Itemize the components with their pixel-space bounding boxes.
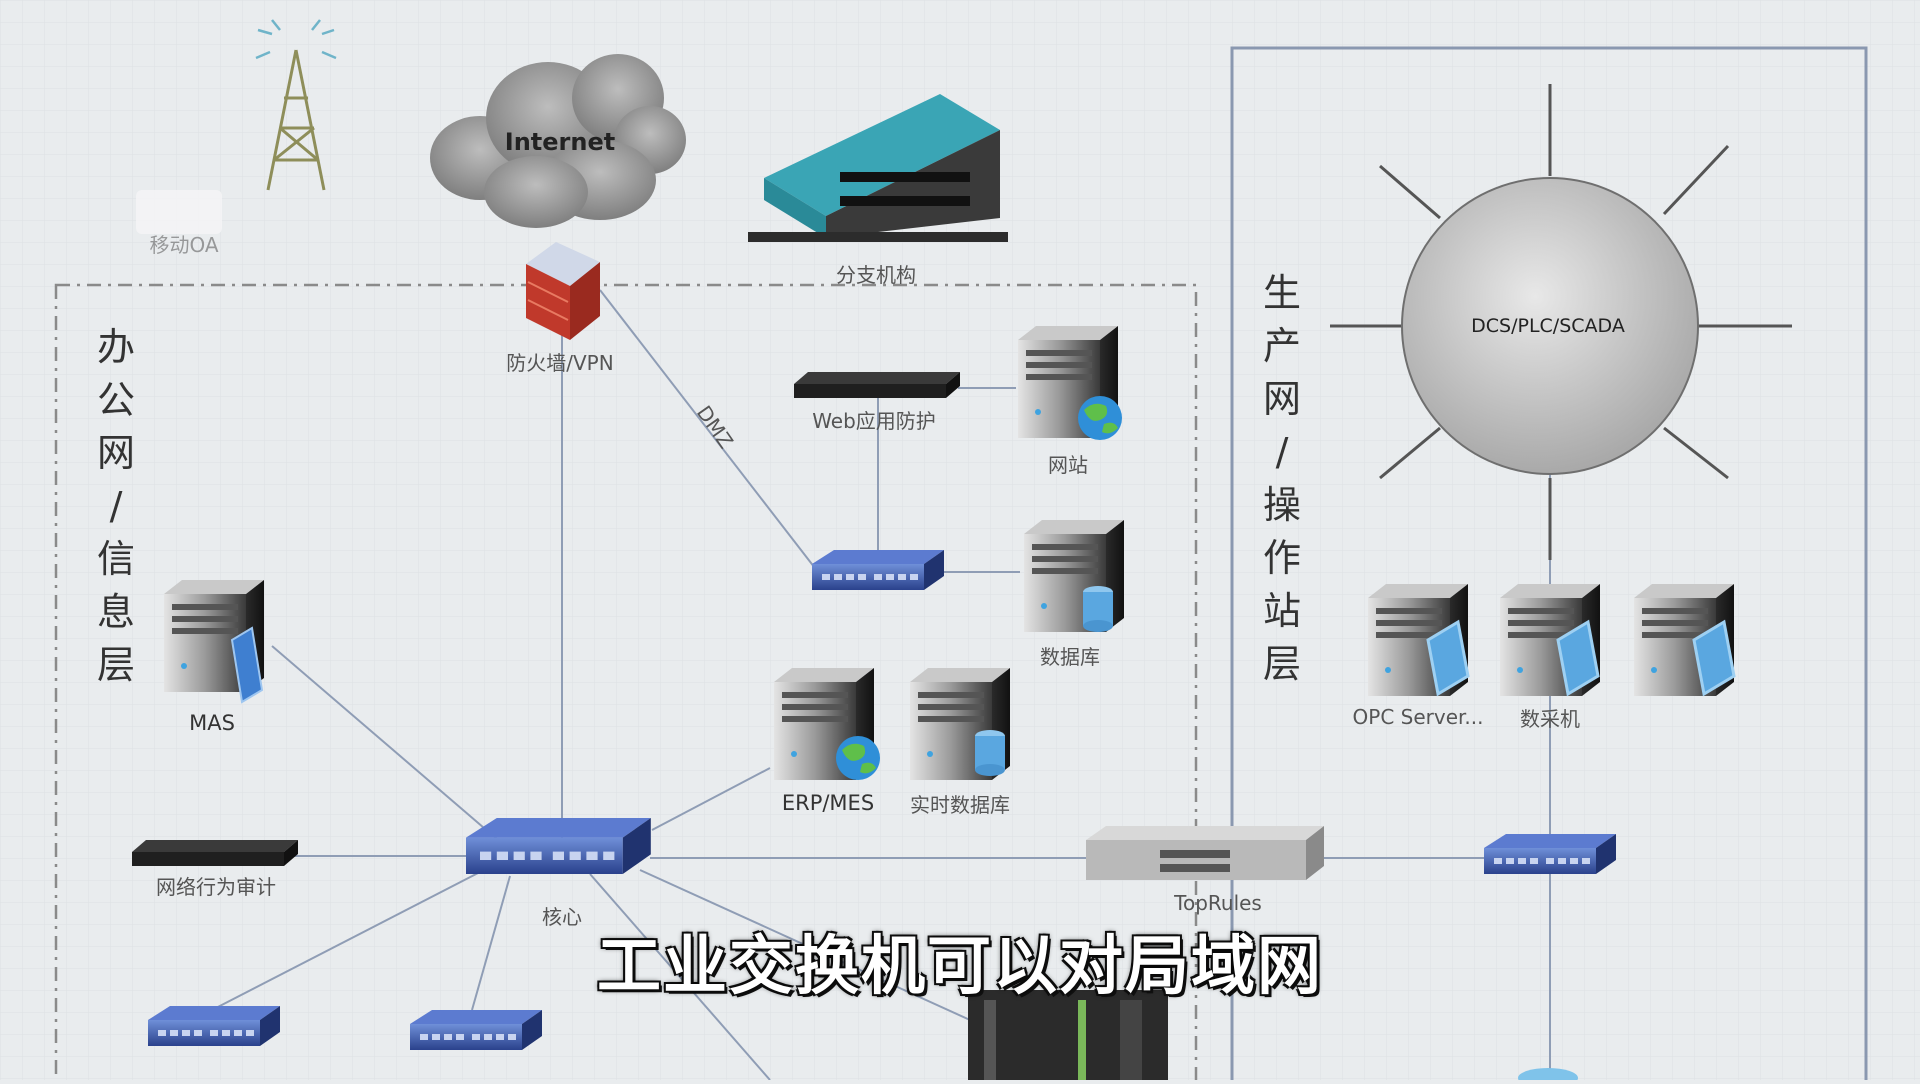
erp-server-icon: [774, 668, 880, 780]
dcs-sphere-icon: [1330, 84, 1792, 560]
antenna-tower-icon: [255, 19, 337, 191]
workstation-server-icon: [1634, 584, 1736, 696]
svg-text:层: 层: [97, 643, 135, 687]
internet-cloud-icon: [430, 54, 686, 228]
label-waf: Web应用防护: [812, 409, 936, 433]
label-audit: 网络行为审计: [156, 875, 276, 899]
svg-text:操: 操: [1263, 483, 1301, 527]
svg-text:网: 网: [97, 431, 135, 475]
access-switch-icon: [410, 1010, 542, 1050]
production-zone-label: 生 产 网 / 操 作 站 层: [1263, 271, 1301, 686]
label-rtdb: 实时数据库: [910, 793, 1010, 817]
svg-text:网: 网: [1263, 377, 1301, 421]
label-opc: OPC Server...: [1353, 705, 1484, 729]
mobile-oa-icon: [136, 190, 222, 234]
database-server-icon: [1024, 520, 1124, 632]
label-firewall: 防火墙/VPN: [506, 351, 613, 375]
svg-text:产: 产: [1263, 324, 1301, 368]
svg-text:生: 生: [1263, 271, 1301, 315]
svg-text:公: 公: [97, 378, 135, 422]
production-zone-border: [1230, 46, 1868, 1084]
label-erp: ERP/MES: [782, 791, 874, 815]
industrial-switch-icon: [968, 990, 1168, 1080]
collector-server-icon: [1500, 584, 1600, 696]
label-dcs: DCS/PLC/SCADA: [1471, 315, 1625, 337]
svg-text:信: 信: [97, 537, 135, 581]
svg-text:层: 层: [1263, 642, 1301, 686]
label-database: 数据库: [1040, 645, 1100, 669]
waf-device-icon: [794, 372, 960, 398]
office-zone-border: [54, 283, 1198, 1084]
audit-device-icon: [132, 840, 298, 866]
firewall-icon: [526, 242, 600, 340]
core-switch-icon: [466, 818, 651, 874]
label-mobile-oa: 移动OA: [149, 233, 218, 257]
svg-text:息: 息: [97, 590, 135, 634]
label-website: 网站: [1048, 453, 1088, 477]
mas-server-icon: [164, 580, 264, 704]
branch-building-icon: [748, 94, 1008, 242]
label-collector: 数采机: [1520, 707, 1580, 731]
production-switch-icon: [1484, 834, 1616, 874]
svg-text:办: 办: [97, 325, 135, 369]
connection-lines: [211, 289, 1551, 1081]
realtime-db-server-icon: [910, 668, 1010, 780]
toprules-device-icon: [1086, 826, 1324, 880]
access-switch-icon: [148, 1006, 280, 1046]
svg-text:站: 站: [1263, 589, 1301, 633]
office-zone-label: 办 公 网 / 信 息 层: [97, 325, 135, 687]
opc-server-icon: [1368, 584, 1470, 696]
svg-text:作: 作: [1263, 536, 1301, 580]
label-core: 核心: [542, 905, 582, 929]
svg-text:/: /: [110, 484, 123, 528]
label-toprules: TopRules: [1173, 891, 1262, 915]
video-subtitle: 工业交换机可以对局域网: [597, 930, 1323, 1004]
dmz-switch-icon: [812, 550, 944, 590]
label-mas: MAS: [189, 711, 235, 735]
label-internet: Internet: [505, 128, 615, 156]
website-server-icon: [1018, 326, 1122, 440]
svg-text:/: /: [1276, 430, 1289, 474]
label-branch: 分支机构: [836, 263, 916, 287]
